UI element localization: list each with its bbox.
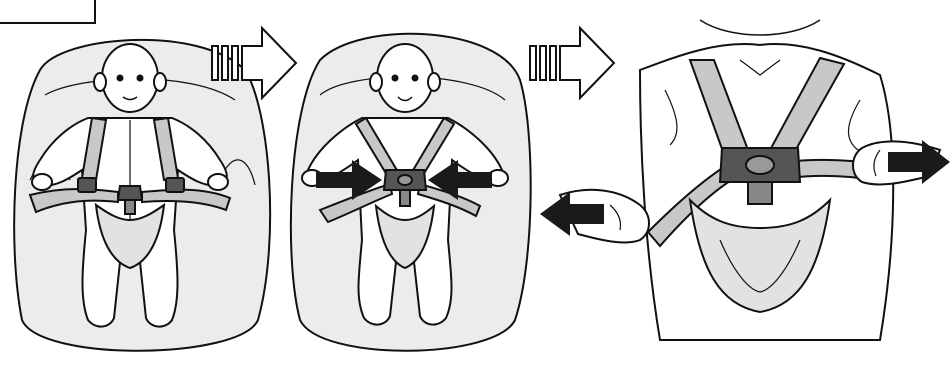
baby-head <box>369 43 441 113</box>
step-arrow-icon <box>529 25 616 101</box>
waist-strap <box>318 182 394 224</box>
buckle-tongue-left <box>77 177 97 193</box>
shoulder-strap-right <box>152 116 180 182</box>
waist-strap <box>28 188 119 214</box>
buckle-tongue-right <box>165 177 185 193</box>
step-arrow-icon <box>211 25 298 101</box>
pull-arrow-icon <box>540 192 604 236</box>
crotch-pad <box>94 202 166 270</box>
panel-2 <box>289 32 532 352</box>
crotch-pad <box>688 197 832 314</box>
step-label-box <box>0 0 96 24</box>
push-arrow-icon <box>428 160 492 200</box>
central-buckle <box>116 185 144 201</box>
pull-arrow-icon <box>888 140 950 184</box>
hand-left <box>558 188 650 244</box>
push-arrow-icon <box>316 160 382 200</box>
baby-head <box>93 43 167 113</box>
crotch-pad <box>374 203 436 270</box>
panel-1 <box>13 39 272 352</box>
panel-3 <box>558 19 942 341</box>
